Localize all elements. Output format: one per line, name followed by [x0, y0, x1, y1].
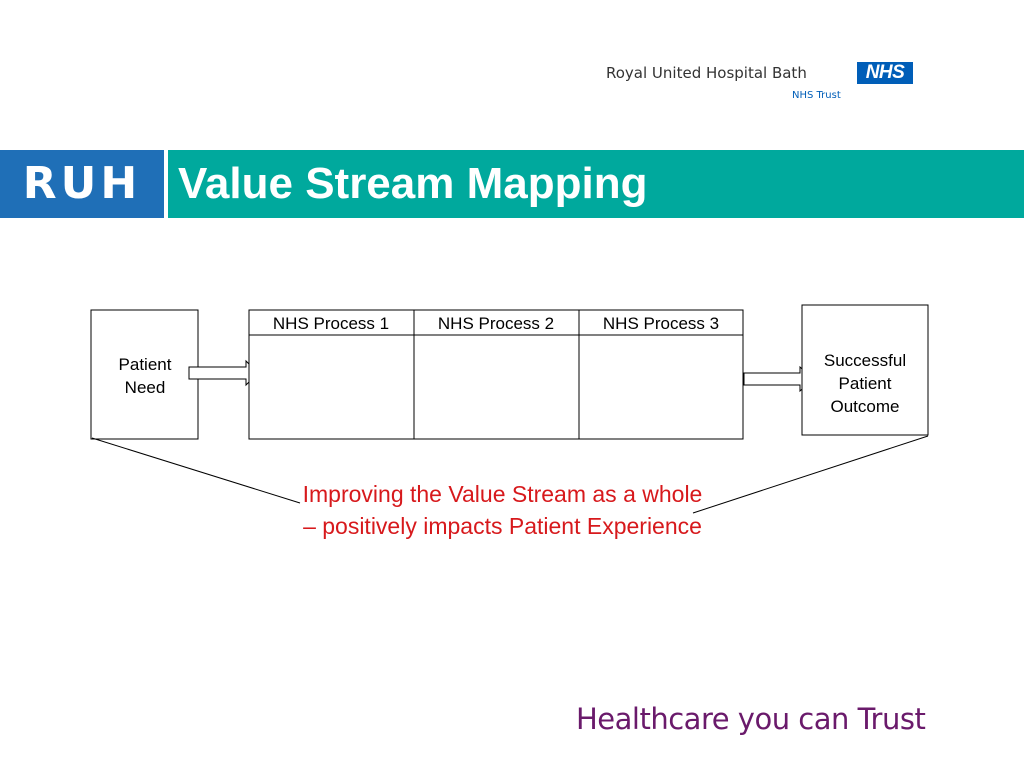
process-3-header: NHS Process 3 [603, 314, 719, 333]
patient-need-box [90, 309, 199, 440]
arrow-right-icon [188, 359, 259, 387]
process-2-header: NHS Process 2 [438, 314, 554, 333]
callout-text: Improving the Value Stream as a whole – … [302, 481, 703, 539]
page-title: Value Stream Mapping [178, 159, 648, 208]
callout-line-right [692, 435, 929, 514]
callout-line-left [91, 437, 301, 504]
outcome-box [801, 304, 929, 436]
org-name: Royal United Hospital Bath [606, 64, 807, 82]
process-1-header: NHS Process 1 [273, 314, 389, 333]
org-subtitle: NHS Trust [792, 90, 841, 101]
process-table-frame [248, 309, 744, 440]
org-logo: Royal United Hospital Bath NHS NHS Trust [606, 60, 916, 106]
ruh-logo: RUH [0, 150, 168, 218]
outcome-label-line3: Outcome [831, 397, 900, 416]
process-table: NHS Process 1 NHS Process 2 NHS Process … [248, 309, 744, 440]
tagline: Healthcare you can Trust [576, 702, 926, 736]
title-band [0, 150, 1024, 218]
ruh-logo-text: RUH [22, 158, 142, 209]
nhs-logo-icon: NHS [857, 62, 913, 84]
patient-need-label-line1: Patient [119, 355, 172, 374]
outcome-label-line2: Patient [839, 374, 892, 393]
outcome-label-line1: Successful [824, 351, 906, 370]
patient-need-label-line2: Need [125, 378, 166, 397]
